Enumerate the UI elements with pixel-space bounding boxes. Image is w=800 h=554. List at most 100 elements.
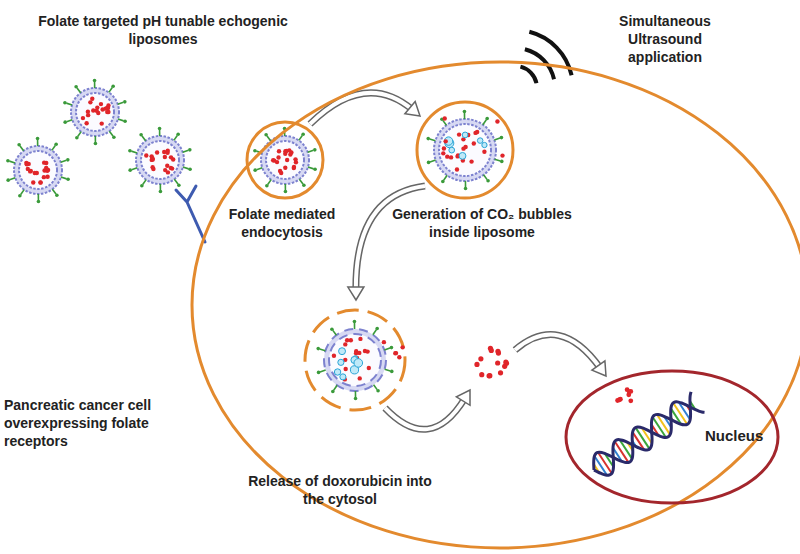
- step-label: Generation of CO₂ bubbles inside liposom…: [386, 205, 578, 241]
- drug-dot: [445, 154, 449, 158]
- co2-bubble: [334, 369, 340, 375]
- co2-bubble: [354, 359, 363, 368]
- co2-bubble: [482, 142, 487, 147]
- drug-dot: [169, 166, 173, 170]
- drug-dot: [358, 337, 362, 341]
- liposome: [316, 320, 393, 401]
- drug-dot: [489, 348, 494, 353]
- co2-bubble: [477, 138, 483, 144]
- drug-dot: [292, 165, 296, 169]
- drug-dot: [498, 370, 503, 375]
- drug-dot: [150, 165, 154, 169]
- drug-dot: [443, 139, 447, 143]
- drug-dot: [95, 105, 99, 109]
- drug-dot: [343, 367, 347, 371]
- drug-dot: [106, 103, 110, 107]
- drug-dot: [495, 119, 499, 123]
- process-arrow: [515, 335, 606, 376]
- drug-dot: [394, 351, 398, 355]
- drug-dot: [285, 158, 289, 162]
- drug-dot: [500, 153, 504, 157]
- drug-dot: [38, 180, 42, 184]
- liposome: [6, 137, 70, 204]
- drug-dot: [367, 366, 371, 370]
- drug-dot: [397, 355, 401, 359]
- drug-dot: [442, 146, 446, 150]
- drug-dot: [84, 121, 88, 125]
- drug-dot: [618, 397, 623, 402]
- drug-dot: [283, 166, 287, 170]
- drug-dot: [496, 350, 501, 355]
- drug-dot: [284, 149, 288, 153]
- step-label: Release of doxorubicin into the cytosol: [248, 472, 432, 508]
- drug-dot: [29, 169, 33, 173]
- drug-dot: [628, 389, 633, 394]
- drug-dot: [357, 351, 361, 355]
- drug-dot: [400, 345, 404, 349]
- title-label: Folate targeted pH tunable echogenic lip…: [28, 12, 298, 48]
- drug-dot: [449, 155, 453, 159]
- drug-dot: [457, 132, 461, 136]
- drug-dot: [38, 180, 42, 184]
- drug-dot: [33, 171, 37, 175]
- drug-dot: [99, 102, 103, 106]
- drug-dot: [31, 180, 35, 184]
- process-arrow: [385, 390, 470, 429]
- co2-bubble: [459, 152, 466, 159]
- drug-dot: [44, 166, 48, 170]
- ultrasound-wave: [520, 67, 536, 83]
- drug-dot: [455, 167, 459, 171]
- drug-dot: [495, 360, 500, 365]
- drug-dot: [472, 141, 476, 145]
- drug-dot: [96, 111, 100, 115]
- co2-bubble: [449, 147, 455, 153]
- drug-dot: [628, 398, 633, 403]
- drug-dot: [44, 161, 48, 165]
- drug-dot: [45, 175, 49, 179]
- drug-dot: [482, 150, 486, 154]
- drug-dot: [100, 121, 104, 125]
- drug-dot: [81, 116, 85, 120]
- liposome: [128, 127, 192, 194]
- endosome-membrane: [247, 122, 323, 198]
- drug-dot: [345, 338, 349, 342]
- drug-dot: [166, 170, 170, 174]
- folate-receptor: [176, 186, 205, 242]
- co2-bubble: [340, 374, 346, 380]
- endosome-membrane: [305, 310, 405, 410]
- co2-bubble: [338, 359, 344, 365]
- drug-dot: [479, 372, 484, 377]
- drug-dot: [441, 151, 445, 155]
- co2-bubble: [339, 348, 346, 355]
- drug-dot: [293, 157, 297, 161]
- co2-bubble: [444, 137, 452, 145]
- drug-dot: [91, 108, 95, 112]
- drug-dot: [365, 349, 369, 353]
- drug-dot: [469, 159, 473, 163]
- nucleus: Nucleus: [564, 369, 780, 505]
- process-arrow: [348, 186, 425, 300]
- drug-dot: [144, 153, 148, 157]
- drug-dot: [478, 356, 483, 361]
- drug-dot: [86, 109, 90, 113]
- dna-helix: [594, 392, 705, 475]
- drug-dot: [358, 376, 362, 380]
- cell-label: Pancreatic cancer cell overexpressing fo…: [4, 396, 164, 451]
- drug-dot: [443, 116, 447, 120]
- process-arrow: [310, 93, 420, 124]
- drug-dot: [475, 130, 479, 134]
- drug-dot: [155, 150, 159, 154]
- ultrasound-label: Simultaneous Ultrasound application: [603, 12, 727, 67]
- liposome: [253, 127, 317, 194]
- drug-dot: [151, 157, 155, 161]
- drug-dot: [42, 175, 46, 179]
- drug-dot: [272, 158, 276, 162]
- drug-dot: [163, 155, 167, 159]
- co2-bubble: [462, 132, 468, 138]
- step-label: Folate mediated endocytosis: [222, 205, 342, 241]
- drug-dot: [88, 100, 92, 104]
- drug-dot: [277, 149, 281, 153]
- drug-dot: [276, 155, 280, 159]
